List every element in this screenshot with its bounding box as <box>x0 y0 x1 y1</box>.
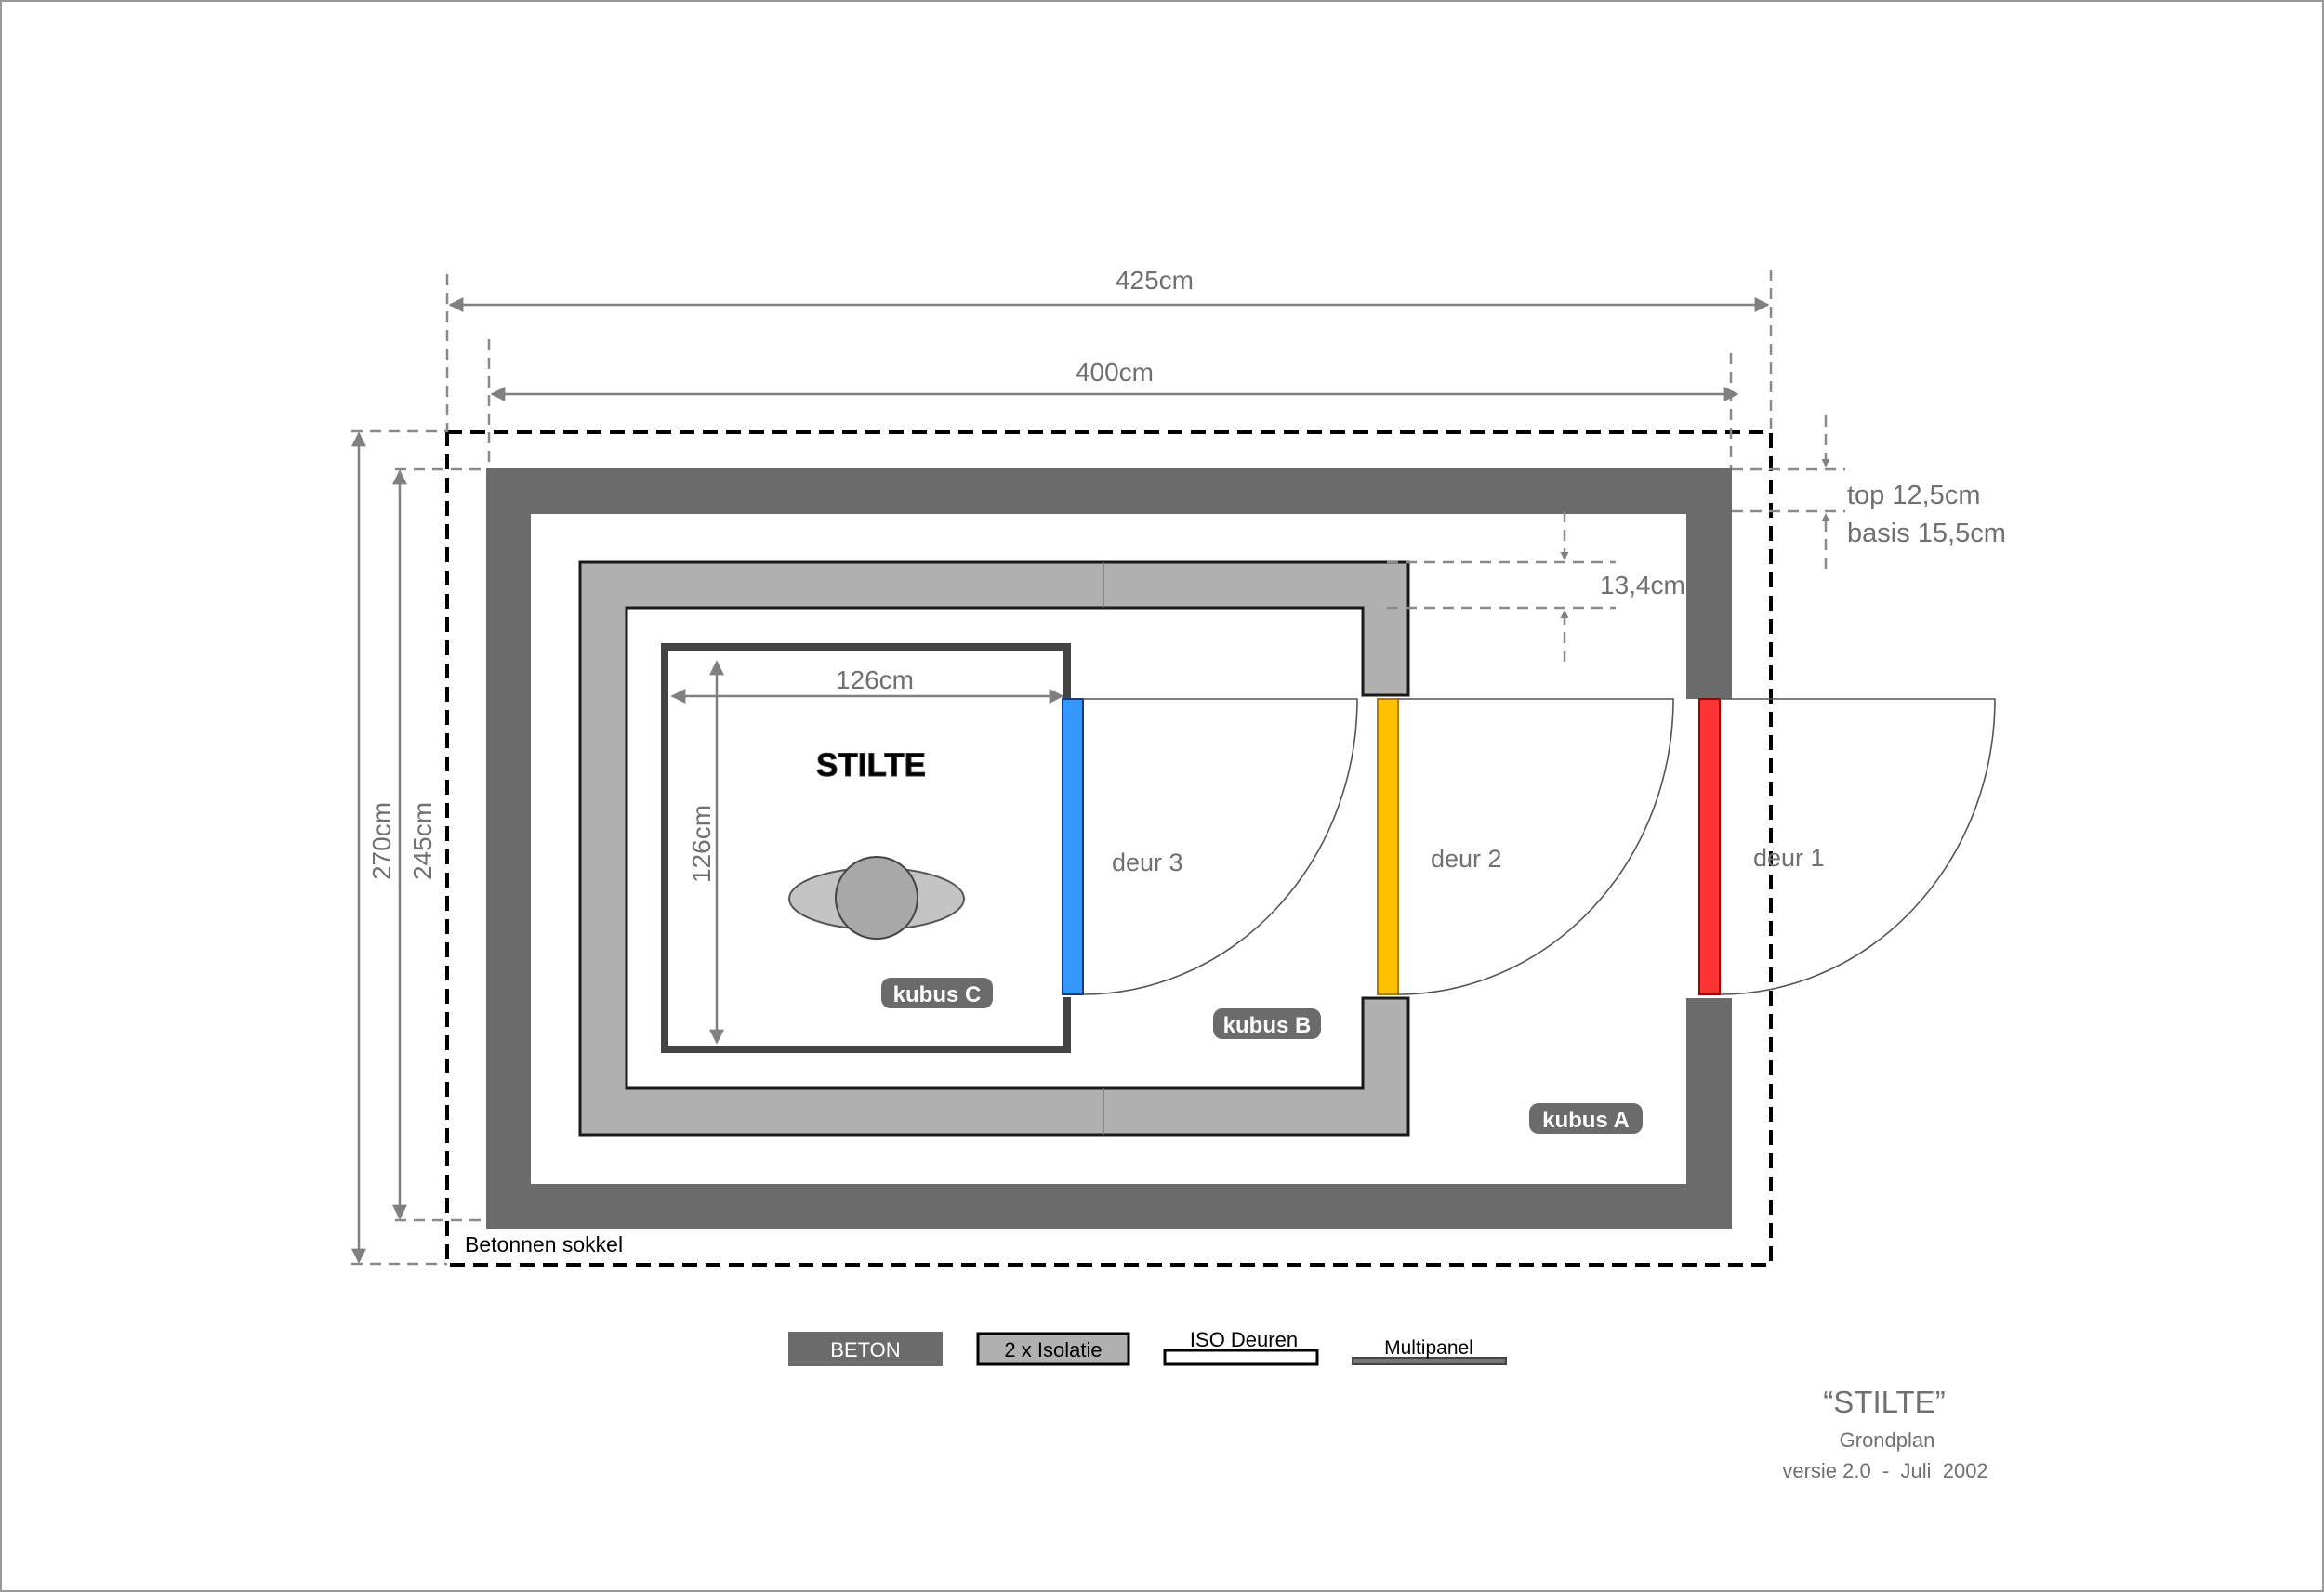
legend-concrete-label: BETON <box>830 1338 900 1362</box>
gap-label: 13,4cm <box>1600 571 1685 599</box>
door-3-leaf[interactable] <box>1062 698 1084 995</box>
wall-basis-label: basis 15,5cm <box>1847 519 2006 548</box>
room-title-stilte: STILTE <box>816 747 926 783</box>
door-2-swing <box>1397 698 1674 995</box>
door-3-swing <box>1082 698 1358 995</box>
door-3-label: deur 3 <box>1112 849 1183 876</box>
door-2-label: deur 2 <box>1431 845 1502 873</box>
multipanel-wall-kubus-c <box>661 643 1071 1053</box>
plinth-label: Betonnen sokkel <box>465 1232 623 1256</box>
titleblock-title: “STILTE” <box>1823 1385 1945 1419</box>
door-1-leaf[interactable] <box>1698 698 1721 995</box>
figure-head-circle <box>835 856 918 940</box>
dimension-126-height-label: 126cm <box>687 805 716 883</box>
dimension-245-label: 245cm <box>408 802 437 880</box>
legend-iso-doors-swatch <box>1163 1349 1319 1366</box>
kubus-c-badge <box>881 978 993 1008</box>
concrete-plinth-outline <box>445 430 1773 1267</box>
legend-concrete-swatch <box>788 1332 943 1366</box>
dimension-400-label: 400cm <box>1076 358 1154 387</box>
kubus-b-badge <box>1213 1008 1321 1039</box>
legend-iso-doors-label: ISO Deuren <box>1190 1328 1298 1351</box>
kubus-a-badge <box>1529 1103 1643 1134</box>
insulation-wall-kubus-b <box>578 560 1410 1137</box>
dimension-425-label: 425cm <box>1116 266 1194 295</box>
titleblock-version: versie 2.0 - Juli 2002 <box>1782 1459 1987 1482</box>
door-2-leaf[interactable] <box>1377 698 1399 995</box>
door-1-swing <box>1719 698 1996 995</box>
kubus-a-label: kubus A <box>1542 1108 1630 1133</box>
legend-insulation-label: 2 x Isolatie <box>1004 1338 1102 1362</box>
dimension-126-width-label: 126cm <box>836 665 914 694</box>
dimension-270-label: 270cm <box>367 802 396 880</box>
legend-multipanel-swatch <box>1352 1357 1507 1365</box>
titleblock-subtitle: Grondplan <box>1840 1428 1935 1452</box>
legend-multipanel-label: Multipanel <box>1384 1337 1473 1359</box>
kubus-c-label: kubus C <box>893 982 982 1007</box>
legend-insulation-swatch <box>976 1332 1130 1366</box>
wall-top-label: top 12,5cm <box>1847 480 1980 510</box>
door-1-label: deur 1 <box>1753 844 1825 872</box>
kubus-b-label: kubus B <box>1223 1013 1312 1038</box>
